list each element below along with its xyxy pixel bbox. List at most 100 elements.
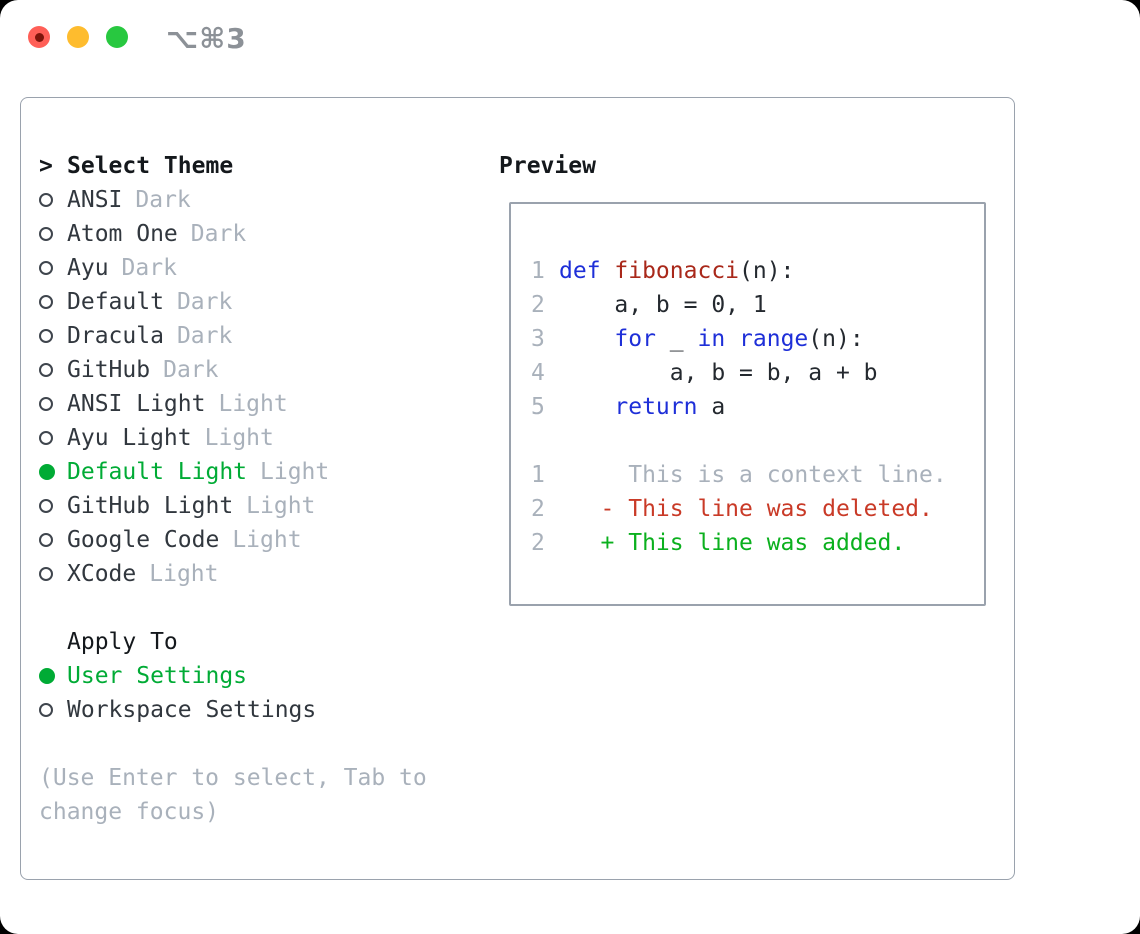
empty-circle-icon: [39, 397, 53, 411]
radio-icon[interactable]: [39, 295, 67, 309]
theme-option[interactable]: GitHub Light Light: [39, 489, 329, 523]
theme-option[interactable]: XCode Light: [39, 557, 329, 591]
code-line: [531, 424, 947, 458]
theme-option-variant: Light: [149, 561, 219, 587]
radio-icon[interactable]: [39, 193, 67, 207]
code-line: 5 return a: [531, 390, 947, 424]
theme-option-label: Default Light: [67, 459, 248, 485]
line-number: 4: [531, 360, 545, 386]
empty-circle-icon: [39, 703, 53, 717]
theme-option[interactable]: Ayu Dark: [39, 251, 329, 285]
code-segment: in: [697, 326, 726, 352]
code-segment: (n):: [739, 258, 795, 284]
radio-icon[interactable]: [39, 261, 67, 275]
code-line: 1 def fibonacci(n):: [531, 254, 947, 288]
theme-option-variant: Light: [246, 493, 316, 519]
code-segment: for: [614, 326, 656, 352]
radio-icon[interactable]: [39, 431, 67, 445]
select-theme-header: > Select Theme: [39, 149, 329, 183]
empty-circle-icon: [39, 329, 53, 343]
radio-selected-icon[interactable]: [39, 464, 67, 480]
empty-circle-icon: [39, 295, 53, 309]
radio-icon[interactable]: [39, 533, 67, 547]
code-line: 4 a, b = b, a + b: [531, 356, 947, 390]
unsaved-changes-dot: [34, 32, 44, 42]
apply-option[interactable]: Workspace Settings: [39, 693, 316, 727]
apply-option[interactable]: User Settings: [39, 659, 316, 693]
theme-option-label: GitHub: [67, 357, 151, 383]
theme-option-variant: Light: [232, 527, 302, 553]
empty-circle-icon: [39, 227, 53, 241]
code-segment: a, b = b, a + b: [559, 360, 878, 386]
code-segment: def: [559, 258, 615, 284]
help-line-1: (Use Enter to select, Tab to: [39, 765, 427, 791]
code-line: 2 + This line was added.: [531, 526, 947, 560]
empty-circle-icon: [39, 499, 53, 513]
radio-icon[interactable]: [39, 567, 67, 581]
theme-option-label: Dracula: [67, 323, 164, 349]
radio-icon[interactable]: [39, 329, 67, 343]
line-number: 1: [531, 258, 545, 284]
radio-icon[interactable]: [39, 227, 67, 241]
radio-selected-icon[interactable]: [39, 668, 67, 684]
code-segment: _: [655, 326, 698, 352]
code-segment: return: [614, 394, 698, 420]
fullscreen-button[interactable]: [106, 26, 128, 48]
apply-option-label: User Settings: [67, 663, 248, 689]
code-segment: a: [697, 394, 726, 420]
window-title: ⌥⌘3: [166, 22, 247, 55]
theme-option-label: Google Code: [67, 527, 220, 553]
line-number: 3: [531, 326, 545, 352]
theme-option-label: GitHub Light: [67, 493, 234, 519]
close-button[interactable]: [28, 26, 50, 48]
theme-option-label: ANSI: [67, 187, 123, 213]
theme-option-variant: Dark: [121, 255, 177, 281]
line-number: 2: [531, 292, 545, 318]
code-segment: fibonacci: [614, 258, 740, 284]
code-line: 3 for _ in range(n):: [531, 322, 947, 356]
empty-circle-icon: [39, 431, 53, 445]
code-line: 2 a, b = 0, 1: [531, 288, 947, 322]
theme-option-label: Ayu: [67, 255, 109, 281]
empty-circle-icon: [39, 533, 53, 547]
radio-icon[interactable]: [39, 363, 67, 377]
code-segment: (n):: [808, 326, 864, 352]
theme-option[interactable]: Dracula Dark: [39, 319, 329, 353]
theme-option-label: Atom One: [67, 221, 178, 247]
theme-option[interactable]: Google Code Light: [39, 523, 329, 557]
radio-icon[interactable]: [39, 499, 67, 513]
apply-to-header: Apply To: [39, 625, 316, 659]
radio-icon[interactable]: [39, 397, 67, 411]
filled-circle-icon: [39, 668, 55, 684]
apply-option-label: Workspace Settings: [67, 697, 317, 723]
theme-option-variant: Light: [204, 425, 274, 451]
titlebar: ⌥⌘3: [0, 0, 1140, 75]
code-segment: [559, 394, 614, 420]
empty-circle-icon: [39, 363, 53, 377]
line-number: 2: [531, 496, 545, 522]
code-segment: range: [739, 326, 809, 352]
code-segment: a, b = 0, 1: [559, 292, 767, 318]
theme-option[interactable]: Default Light Light: [39, 455, 329, 489]
theme-option-label: XCode: [67, 561, 137, 587]
code-segment: This is a context line.: [559, 462, 947, 488]
radio-icon[interactable]: [39, 703, 67, 717]
theme-option-variant: Dark: [176, 323, 233, 349]
minimize-button[interactable]: [67, 26, 89, 48]
theme-option-variant: Light: [260, 459, 330, 485]
code-segment: [725, 326, 739, 352]
theme-option-variant: Dark: [176, 289, 233, 315]
